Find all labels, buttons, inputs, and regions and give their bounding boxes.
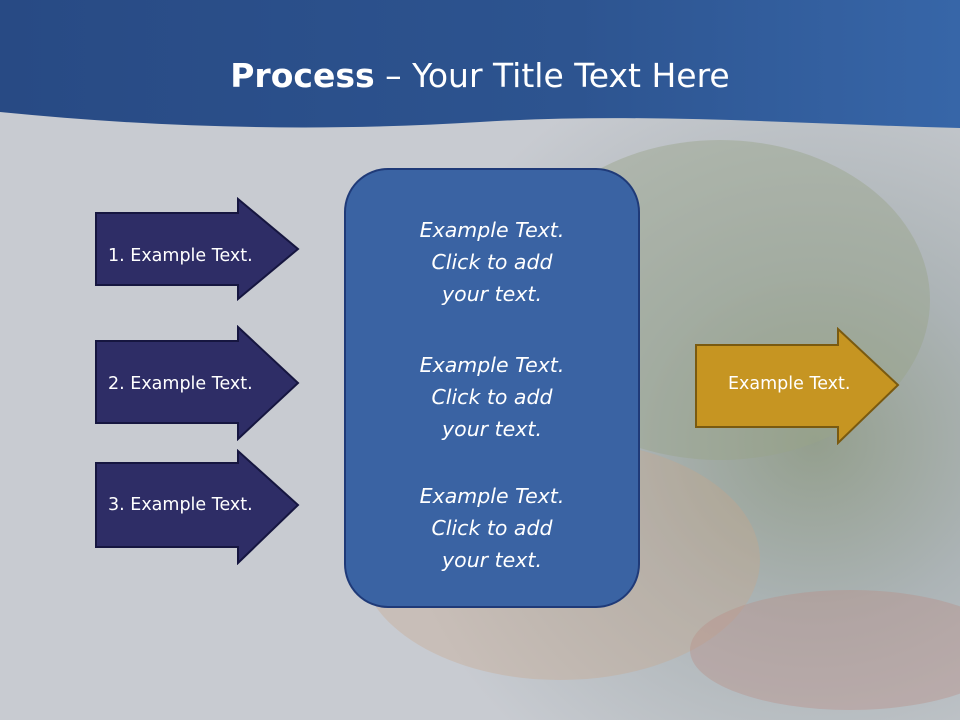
- left-arrow-1: [95, 197, 300, 301]
- left-arrow-2-label: 2. Example Text.: [108, 374, 253, 394]
- center-item-3-line1: Example Text.: [419, 484, 565, 508]
- title-rest: – Your Title Text Here: [374, 56, 730, 95]
- center-item-3-line2: Click to add: [431, 516, 553, 540]
- center-item-1-line3: your text.: [442, 282, 542, 306]
- center-item-1: Example Text. Click to add your text.: [346, 214, 638, 310]
- center-item-3: Example Text. Click to add your text.: [346, 480, 638, 576]
- center-text-box: Example Text. Click to add your text. Ex…: [344, 168, 640, 608]
- center-item-3-line3: your text.: [442, 548, 542, 572]
- right-arrow: [695, 327, 900, 445]
- title-bold: Process: [230, 56, 375, 95]
- center-item-1-line1: Example Text.: [419, 218, 565, 242]
- center-item-2-line3: your text.: [442, 417, 542, 441]
- left-arrow-1-label: 1. Example Text.: [108, 246, 253, 266]
- left-arrow-3-label: 3. Example Text.: [108, 495, 253, 515]
- center-item-2-line1: Example Text.: [419, 353, 565, 377]
- header-band: [0, 0, 960, 128]
- center-item-2: Example Text. Click to add your text.: [346, 349, 638, 445]
- slide-title: Process – Your Title Text Here: [0, 54, 960, 98]
- center-item-2-line2: Click to add: [431, 385, 553, 409]
- right-arrow-label: Example Text.: [728, 374, 851, 394]
- left-arrow-3: [95, 449, 300, 565]
- center-item-1-line2: Click to add: [431, 250, 553, 274]
- left-arrow-2: [95, 325, 300, 441]
